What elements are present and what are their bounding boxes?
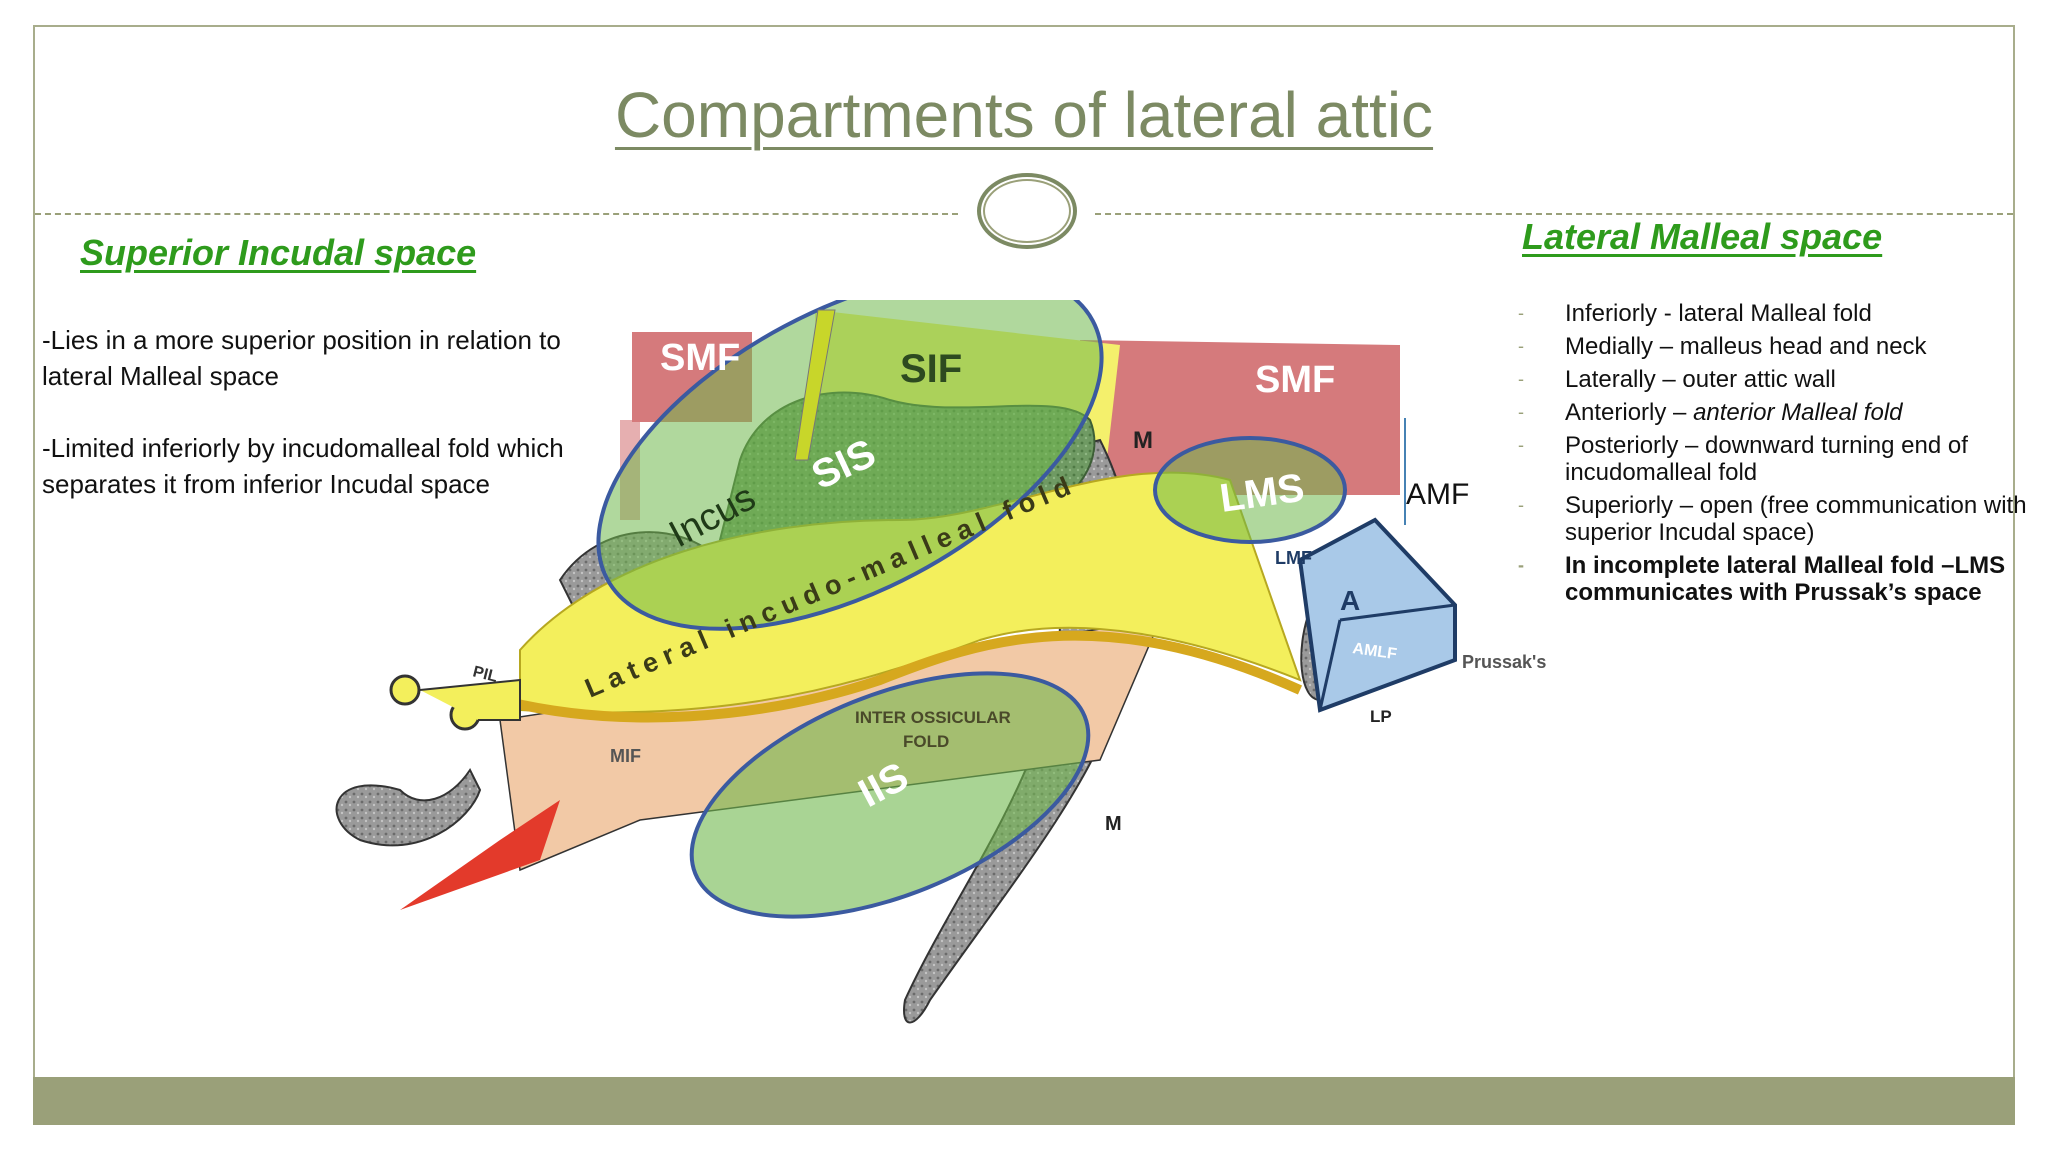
prussak-label: Prussak's <box>1462 652 1546 672</box>
a-label: A <box>1340 585 1360 616</box>
stapes-bone <box>335 768 482 847</box>
left-heading: Superior Incudal space <box>80 232 477 273</box>
right-heading: Lateral Malleal space <box>1522 216 1883 257</box>
left-text-block: -Lies in a more superior position in rel… <box>42 322 582 538</box>
bullet-icon: - <box>1518 336 1524 356</box>
amf-label: AMF <box>1406 478 1470 511</box>
list-item: -Inferiorly - lateral Malleal fold <box>1518 300 1872 327</box>
list-item: -Posteriorly – downward turning end of i… <box>1518 432 1968 486</box>
m-top-label: M <box>1133 427 1153 454</box>
sis-ellipse <box>596 300 1104 631</box>
sif-pin <box>794 309 836 461</box>
list-item: -Medially – malleus head and neck <box>1518 333 1927 360</box>
bullet-icon: - <box>1518 303 1524 323</box>
bullet-icon: - <box>1518 369 1524 389</box>
left-paragraph: -Limited inferiorly by incudomalleal fol… <box>42 433 564 499</box>
right-bullet-list: -Inferiorly - lateral Malleal fold -Medi… <box>1518 300 2028 612</box>
pil-band <box>419 678 521 721</box>
smf-left-label: SMF <box>660 337 740 379</box>
slide-title: Compartments of lateral attic <box>614 79 1434 151</box>
fold-label: FOLD <box>903 732 949 751</box>
lmf-label: LMF <box>1275 548 1312 568</box>
divider-left <box>35 213 958 215</box>
bullet-icon: - <box>1518 435 1524 455</box>
footer-bar <box>33 1077 2015 1125</box>
pil-label: PIL <box>471 663 499 686</box>
amlf-edges <box>1318 603 1456 711</box>
iis-ellipse <box>689 671 1091 919</box>
inter-ossicular-label: INTER OSSICULAR <box>855 708 1011 727</box>
list-item: -In incomplete lateral Malleal fold –LMS… <box>1518 552 2006 606</box>
mif-label: MIF <box>610 746 641 766</box>
list-item: -Anteriorly – anterior Malleal fold <box>1518 399 1903 426</box>
attic-anatomy-figure: SMF SMF SIF SIS Incus LMS M LMF A AMLF P… <box>335 300 1546 1024</box>
lp-label: LP <box>1370 707 1392 726</box>
smf-right-label: SMF <box>1255 359 1335 401</box>
left-paragraph: -Lies in a more superior position in rel… <box>42 325 561 391</box>
list-item: -Superiorly – open (free communication w… <box>1518 492 2027 546</box>
bullet-icon: - <box>1518 495 1524 515</box>
pil-ring <box>389 674 421 706</box>
red-arrow-shape <box>400 800 560 910</box>
divider-right <box>1095 213 2013 215</box>
bullet-icon: - <box>1518 402 1524 422</box>
lms-ellipse <box>1153 436 1347 544</box>
bullet-icon: - <box>1518 555 1524 575</box>
m-bottom-label: M <box>1105 813 1122 835</box>
fold-edge <box>498 630 1303 723</box>
ornament-ring-inner <box>983 179 1071 243</box>
sif-label: SIF <box>900 347 962 391</box>
list-item: -Laterally – outer attic wall <box>1518 366 1836 393</box>
amlf-label: AMLF <box>1351 640 1398 663</box>
